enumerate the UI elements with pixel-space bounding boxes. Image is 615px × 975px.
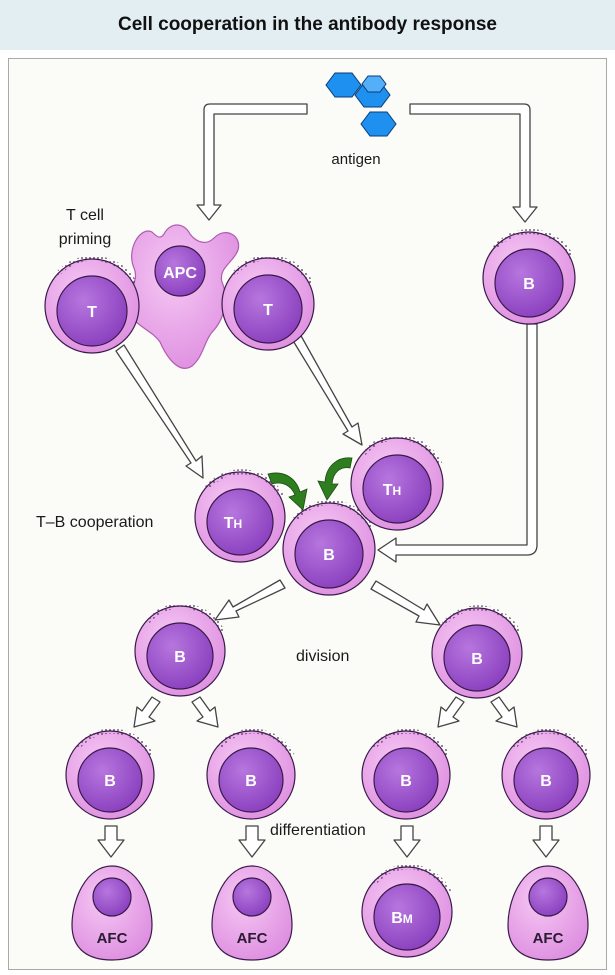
antigen-label: antigen	[331, 151, 380, 168]
arrow-t-to-th-right	[291, 333, 363, 446]
b-cell-row-2: B	[206, 728, 296, 820]
arrow-antigen-to-b	[409, 103, 538, 223]
differentiation-label: differentiation	[270, 822, 366, 839]
division-label: division	[296, 648, 349, 665]
th-cell-left: TH	[194, 469, 286, 563]
t-left-label: T	[87, 304, 97, 321]
afc-cell-2: AFC	[211, 865, 293, 961]
b-cell-division-right: B	[431, 605, 523, 699]
th-left-label: TH	[224, 515, 242, 532]
arrow-center-to-div-right	[370, 580, 441, 626]
b-cell-center: B	[282, 500, 376, 596]
b-r2-label: B	[245, 773, 257, 790]
arrow-div-right-b	[490, 696, 518, 728]
b-cell-top: B	[482, 229, 576, 325]
arrow-diff-2	[238, 825, 266, 858]
antigen-icon	[325, 72, 397, 137]
b-cell-row-1: B	[65, 728, 155, 820]
bm-main: B	[391, 910, 403, 927]
b-cell-division-left: B	[134, 603, 226, 697]
green-arrow-left	[267, 472, 308, 511]
cooperation-arrows	[267, 457, 353, 511]
afc-4-label: AFC	[533, 930, 564, 947]
arrow-div-right-a	[437, 696, 465, 728]
t-right-label: T	[263, 302, 273, 319]
t-cell-right: T	[221, 255, 315, 351]
bm-label: BM	[391, 910, 413, 927]
b-center-label: B	[323, 547, 335, 564]
arrow-center-to-div-left	[214, 579, 286, 621]
afc-cell-1: AFC	[71, 865, 153, 961]
bm-sub: M	[403, 912, 413, 926]
b-div-left-label: B	[174, 649, 186, 666]
b-cell-row-3: B	[361, 728, 451, 820]
th-right-sub: H	[393, 484, 402, 498]
t-cell-left: T	[44, 255, 140, 354]
t-priming-label-line2: priming	[59, 231, 111, 248]
arrow-div-left-b	[191, 696, 219, 728]
arrow-t-to-th-left	[115, 344, 204, 479]
arrow-div-left-a	[133, 696, 161, 728]
afc-2-label: AFC	[237, 930, 268, 947]
afc-1-label: AFC	[97, 930, 128, 947]
th-cell-right: TH	[350, 435, 444, 531]
page-title: Cell cooperation in the antibody respons…	[118, 14, 497, 35]
arrow-b-to-center	[377, 323, 538, 563]
b-r3-label: B	[400, 773, 412, 790]
th-right-main: T	[383, 482, 393, 499]
b-div-right-label: B	[471, 651, 483, 668]
arrow-diff-4	[532, 825, 560, 858]
green-arrow-right	[317, 457, 353, 501]
t-priming-label-line1: T cell	[66, 207, 104, 224]
arrow-diff-3	[393, 825, 421, 858]
arrow-diff-1	[97, 825, 125, 858]
title-bar: Cell cooperation in the antibody respons…	[0, 0, 615, 50]
arrow-antigen-to-apc	[196, 103, 308, 221]
b-cell-row-4: B	[501, 728, 591, 820]
th-right-label: TH	[383, 482, 401, 499]
th-left-sub: H	[234, 517, 243, 531]
apc-cell: APC	[128, 224, 240, 369]
bm-cell: BM	[361, 864, 453, 958]
b-r1-label: B	[104, 773, 116, 790]
b-r4-label: B	[540, 773, 552, 790]
b-top-label: B	[523, 276, 535, 293]
tb-cooperation-label: T–B cooperation	[36, 514, 153, 531]
afc-cell-4: AFC	[507, 865, 589, 961]
apc-label: APC	[163, 265, 197, 282]
th-left-main: T	[224, 515, 234, 532]
